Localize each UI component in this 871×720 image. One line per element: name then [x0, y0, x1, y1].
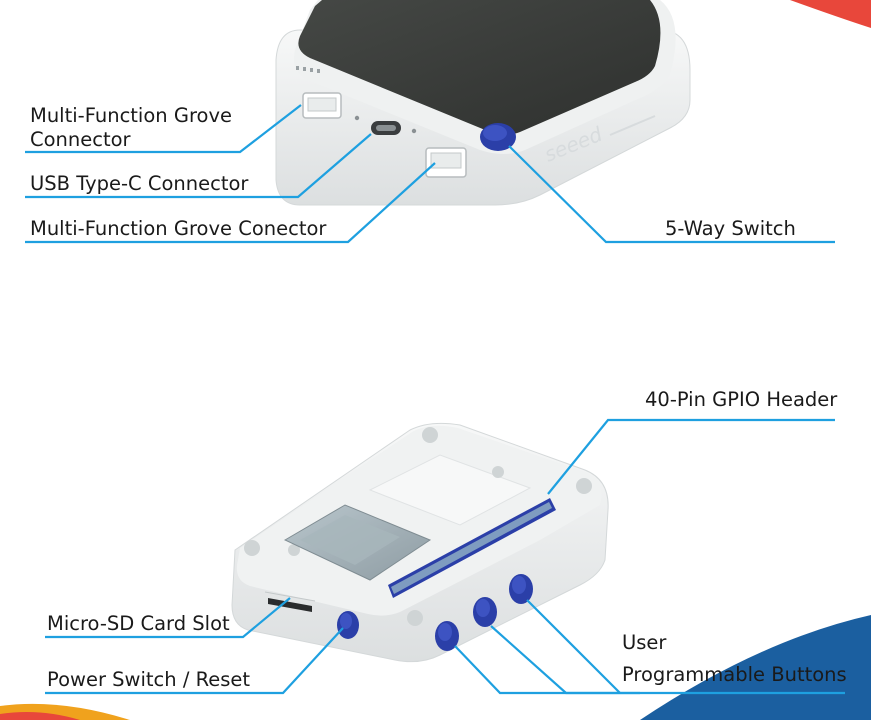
screw-hole [244, 540, 260, 556]
label-microsd: Micro-SD Card Slot [47, 612, 230, 635]
microsd-slot-icon [264, 591, 316, 612]
user-button-icon [435, 621, 459, 651]
logo-underline [609, 115, 656, 136]
user-button-icon [509, 574, 533, 604]
corner-accent-bottom-left-red [0, 712, 80, 720]
screw-hole [576, 478, 592, 494]
top-device-screen [298, 0, 661, 135]
window-inner [300, 515, 400, 565]
leader-user-buttons-3 [526, 599, 621, 694]
screw-hole [492, 466, 504, 478]
leader-five-way [508, 145, 835, 244]
bottom-device-face [236, 425, 602, 616]
leader-power [45, 627, 344, 695]
label-recess [368, 454, 532, 526]
leader-grove-right [25, 162, 436, 244]
label-five-way: 5-Way Switch [665, 217, 796, 240]
gpio-header-icon [388, 498, 556, 598]
leader-gpio [547, 418, 835, 495]
label-grove-right: Multi-Function Grove Conector [30, 217, 327, 240]
label-user-buttons-line2: Programmable Buttons [622, 663, 847, 686]
leader-user-buttons-2 [490, 625, 640, 695]
top-device: seeed [275, 0, 691, 206]
label-user-buttons-line1: User [622, 631, 667, 654]
label-power: Power Switch / Reset [47, 668, 251, 691]
user-button-icon [473, 597, 497, 627]
vent-marks [296, 66, 320, 73]
leader-microsd [45, 597, 291, 639]
grove-port-icon [425, 147, 467, 178]
leader-grove-left [25, 104, 302, 154]
usb-c-port-icon [354, 115, 417, 135]
leader-usb-c [25, 133, 372, 199]
screw-hole [288, 544, 300, 556]
corner-accent-top-right [790, 0, 871, 28]
grove-port-icon [302, 92, 342, 119]
leader-user-buttons [454, 645, 845, 695]
screw-hole [422, 427, 438, 443]
label-usb-c: USB Type-C Connector [30, 172, 249, 195]
screw-hole [407, 610, 423, 626]
label-grove-left: Multi-Function Grove Connector [30, 104, 233, 151]
bottom-device [231, 422, 609, 663]
leader-lines [25, 104, 845, 695]
label-gpio: 40-Pin GPIO Header [645, 388, 838, 411]
power-switch-icon [337, 611, 359, 639]
five-way-switch-icon [480, 123, 516, 151]
